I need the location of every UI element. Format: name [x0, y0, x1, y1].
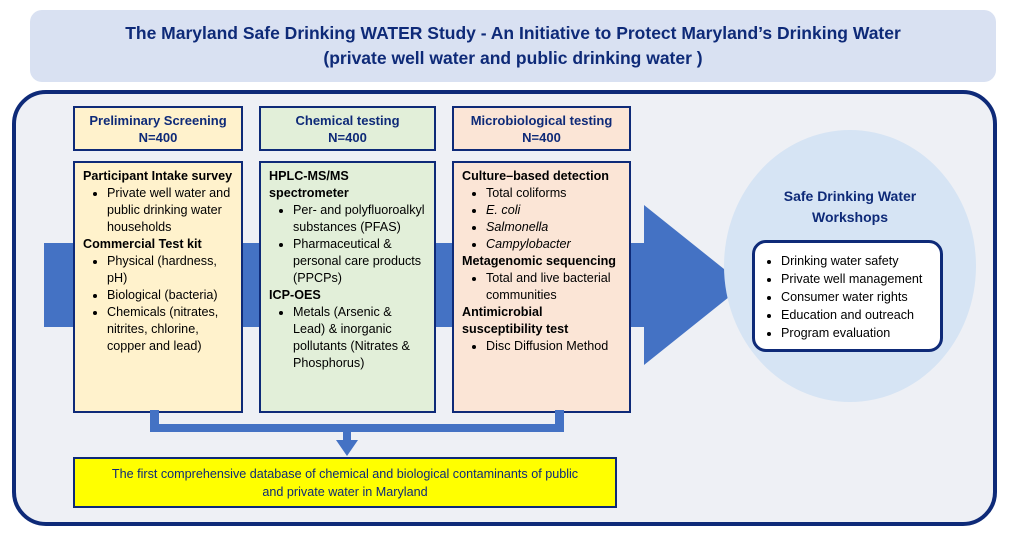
- list-item: Private well water and public drinking w…: [107, 185, 233, 236]
- list-item: Disc Diffusion Method: [486, 338, 621, 355]
- box-microbiological-testing: Culture–based detection Total coliforms …: [452, 161, 631, 413]
- list-item: Private well management: [781, 270, 934, 288]
- list-item: Metals (Arsenic & Lead) & inorganic poll…: [293, 304, 426, 372]
- section-heading: Participant Intake survey: [83, 169, 233, 183]
- workshops-title-line-2: Workshops: [812, 209, 888, 225]
- box-preliminary-screening: Participant Intake survey Private well w…: [73, 161, 243, 413]
- connector-crossbar: [150, 424, 564, 432]
- header-count: N=400: [328, 129, 367, 145]
- list-item: Pharmaceutical & personal care products …: [293, 236, 426, 287]
- list-item: Total and live bacterial communities: [486, 270, 621, 304]
- list-item: E. coli: [486, 202, 621, 219]
- title-line-2: (private well water and public drinking …: [323, 48, 703, 68]
- section-heading: Antimicrobial susceptibility test: [462, 305, 569, 336]
- database-box: The first comprehensive database of chem…: [73, 457, 617, 508]
- workshops-list: Drinking water safety Private well manag…: [761, 252, 934, 342]
- section-heading: Commercial Test kit: [83, 237, 202, 251]
- list-item: Drinking water safety: [781, 252, 934, 270]
- connector-right-leg: [555, 410, 564, 432]
- list-item: Total coliforms: [486, 185, 621, 202]
- header-label: Chemical testing: [295, 112, 400, 128]
- header-chemical-testing: Chemical testing N=400: [259, 106, 436, 151]
- bullet-list: Private well water and public drinking w…: [83, 185, 233, 236]
- header-preliminary-screening: Preliminary Screening N=400: [73, 106, 243, 151]
- list-item: Campylobacter: [486, 236, 621, 253]
- section-heading: Culture–based detection: [462, 169, 609, 183]
- header-count: N=400: [138, 129, 178, 145]
- connector-arrowhead: [336, 440, 358, 456]
- list-item: Chemicals (nitrates, nitrites, chlorine,…: [107, 304, 233, 355]
- header-microbiological-testing: Microbiological testing N=400: [452, 106, 631, 151]
- bullet-list: Total coliforms E. coli Salmonella Campy…: [462, 185, 621, 253]
- section-heading: Metagenomic sequencing: [462, 254, 616, 268]
- title-banner: The Maryland Safe Drinking WATER Study -…: [30, 10, 996, 82]
- bullet-list: Physical (hardness, pH) Biological (bact…: [83, 253, 233, 355]
- list-item: Physical (hardness, pH): [107, 253, 233, 287]
- bullet-list: Per- and polyfluoroalkyl substances (PFA…: [269, 202, 426, 287]
- list-item: Per- and polyfluoroalkyl substances (PFA…: [293, 202, 426, 236]
- workshops-topics-box: Drinking water safety Private well manag…: [752, 240, 943, 352]
- header-label: Microbiological testing: [470, 112, 613, 128]
- title-line-1: The Maryland Safe Drinking WATER Study -…: [125, 23, 901, 43]
- merge-connector: [150, 410, 564, 456]
- list-item: Consumer water rights: [781, 288, 934, 306]
- workshops-title-line-1: Safe Drinking Water: [783, 188, 917, 204]
- list-item: Program evaluation: [781, 324, 934, 342]
- database-line-1: The first comprehensive database of chem…: [111, 466, 579, 481]
- header-label: Preliminary Screening: [89, 112, 227, 128]
- workshops-title: Safe Drinking Water Workshops: [724, 186, 976, 228]
- list-item: Education and outreach: [781, 306, 934, 324]
- list-item: Biological (bacteria): [107, 287, 233, 304]
- section-heading: HPLC-MS/MS spectrometer: [269, 169, 349, 200]
- bullet-list: Total and live bacterial communities: [462, 270, 621, 304]
- section-heading: ICP-OES: [269, 288, 321, 302]
- database-line-2: and private water in Maryland: [262, 484, 428, 499]
- header-count: N=400: [522, 129, 561, 145]
- list-item: Salmonella: [486, 219, 621, 236]
- connector-left-leg: [150, 410, 159, 432]
- bullet-list: Disc Diffusion Method: [462, 338, 621, 355]
- connector-stem: [343, 424, 351, 442]
- box-chemical-testing: HPLC-MS/MS spectrometer Per- and polyflu…: [259, 161, 436, 413]
- bullet-list: Metals (Arsenic & Lead) & inorganic poll…: [269, 304, 426, 372]
